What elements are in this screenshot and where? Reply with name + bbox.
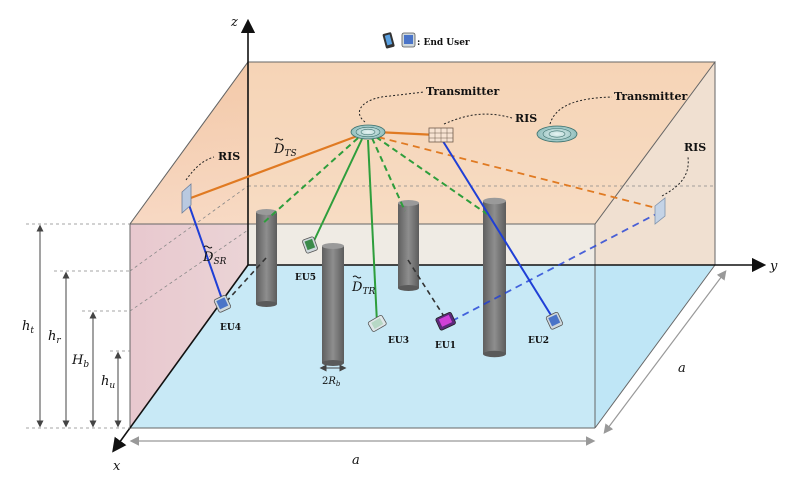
eu1-label: EU1 bbox=[435, 341, 456, 351]
end-user-eu3 bbox=[367, 315, 387, 332]
end-user-eu4 bbox=[213, 294, 232, 313]
transmitter-label-2: Transmitter bbox=[614, 90, 687, 103]
height-dimensions bbox=[26, 223, 130, 429]
transmitter-secondary bbox=[536, 125, 578, 143]
ris-center-panel bbox=[428, 127, 454, 143]
link-tx-ris-center bbox=[375, 130, 438, 137]
legend-phone-icon bbox=[382, 32, 395, 49]
end-user-eu5 bbox=[302, 236, 318, 254]
room-depth-dimension bbox=[603, 270, 727, 434]
eu2-label: EU2 bbox=[528, 336, 549, 346]
eu3-label: EU3 bbox=[388, 336, 409, 346]
label-d-ts: DTS bbox=[273, 137, 297, 159]
end-user-eu2 bbox=[545, 311, 564, 330]
transmitter-label-1: Transmitter bbox=[426, 85, 499, 98]
eu5-label: EU5 bbox=[295, 273, 316, 283]
label-d-sr: DSR bbox=[202, 245, 227, 267]
label-a-bottom: a bbox=[352, 453, 360, 468]
pillar-4 bbox=[322, 243, 344, 366]
link-tx-blocked-3 bbox=[375, 136, 488, 215]
label-h-t: ht bbox=[22, 319, 34, 336]
end-user-eu1 bbox=[435, 312, 456, 331]
link-ris-center-eu2 bbox=[440, 137, 555, 321]
x-axis-label: x bbox=[113, 459, 121, 474]
ris-label-center: RIS bbox=[515, 112, 537, 125]
floor-plane bbox=[130, 265, 715, 428]
transmitter-main bbox=[350, 124, 386, 140]
link-lines bbox=[187, 130, 661, 324]
ris-label-left: RIS bbox=[218, 150, 240, 163]
pillar-3 bbox=[483, 197, 506, 358]
link-ris-left-eu4 bbox=[187, 201, 224, 303]
ris-right-panel bbox=[654, 197, 666, 225]
label-a-right: a bbox=[678, 361, 686, 376]
link-tx-ris-left bbox=[187, 130, 369, 201]
label-h-b: Hb bbox=[71, 353, 89, 370]
label-2rb: 2Rb bbox=[322, 376, 341, 388]
link-tx-blocked-2 bbox=[371, 137, 406, 212]
blocked-path-eu4 bbox=[224, 257, 267, 304]
eu4-label: EU4 bbox=[220, 323, 241, 333]
legend: : End User bbox=[382, 32, 470, 49]
link-tx-ris-right bbox=[377, 136, 661, 210]
y-axis-label: y bbox=[769, 259, 778, 274]
label-h-u: hu bbox=[101, 374, 115, 391]
pillar-1 bbox=[256, 209, 277, 307]
ris-label-right: RIS bbox=[684, 141, 706, 154]
legend-text: : End User bbox=[417, 38, 470, 48]
svg-text:DTS: DTS bbox=[273, 142, 297, 159]
front-wall bbox=[130, 224, 595, 428]
svg-text:DSR: DSR bbox=[202, 250, 227, 267]
label-leaders bbox=[185, 91, 689, 197]
link-tx-blocked-1 bbox=[261, 137, 359, 225]
label-h-r: hr bbox=[48, 329, 61, 346]
pillar-2 bbox=[398, 200, 419, 291]
back-wall bbox=[248, 62, 715, 265]
link-tx-eu5 bbox=[311, 138, 363, 246]
blocked-path-eu1 bbox=[407, 259, 446, 319]
link-ris-right-eu1 bbox=[449, 211, 661, 323]
hidden-edges bbox=[129, 185, 715, 312]
z-axis-label: z bbox=[230, 15, 238, 30]
svg-text:DTR: DTR bbox=[351, 280, 375, 297]
legend-tablet-icon bbox=[401, 32, 416, 48]
label-d-tr: DTR bbox=[351, 275, 375, 297]
link-tx-eu3 bbox=[367, 139, 378, 324]
ris-left-panel bbox=[181, 183, 192, 214]
